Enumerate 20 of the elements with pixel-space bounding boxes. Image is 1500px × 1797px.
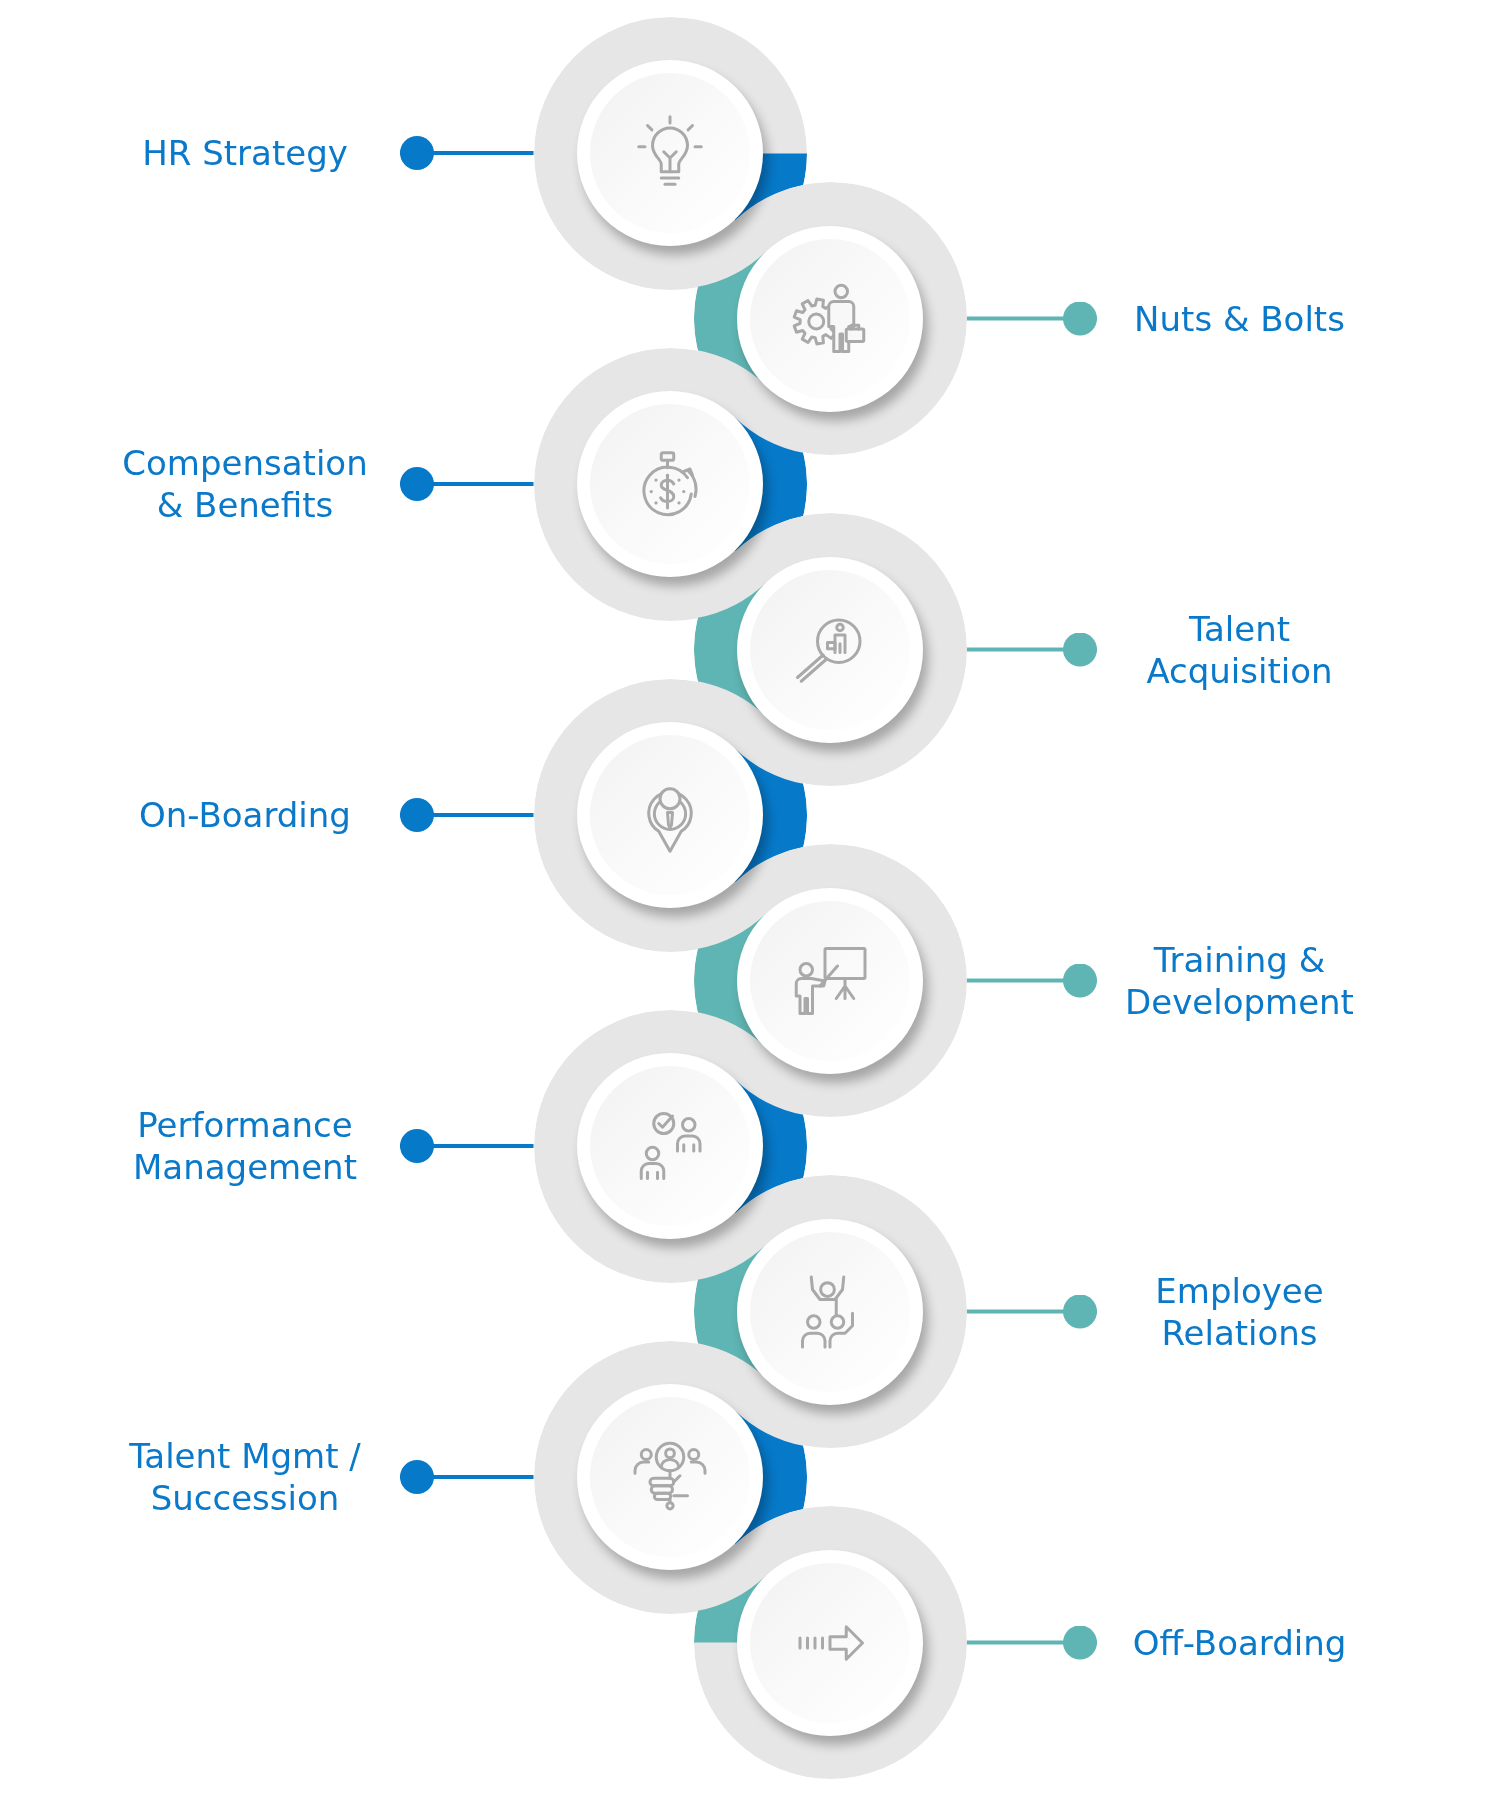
connector-line [400, 1129, 534, 1163]
step-label: Talent Acquisition [1097, 607, 1382, 692]
step-label: Employee Relations [1097, 1269, 1382, 1354]
connector-line [966, 301, 1097, 336]
connector-line [400, 798, 534, 832]
connector-line [966, 1625, 1097, 1660]
step-label: Talent Mgmt / Succession [110, 1435, 400, 1519]
step-label: Training & Development [1097, 938, 1382, 1023]
step-label: HR Strategy [110, 132, 400, 174]
step-label: Performance Management [110, 1104, 400, 1188]
step-label: Compensation & Benefits [110, 442, 400, 526]
connector-line [400, 1460, 534, 1494]
connector-line [966, 963, 1097, 998]
connector-line [400, 136, 534, 170]
step-label: Nuts & Bolts [1097, 297, 1382, 340]
step-label: Off-Boarding [1097, 1621, 1382, 1664]
connector-line [966, 632, 1097, 667]
connector-line [400, 467, 534, 501]
connector-line [966, 1294, 1097, 1329]
step-label: On-Boarding [110, 794, 400, 836]
